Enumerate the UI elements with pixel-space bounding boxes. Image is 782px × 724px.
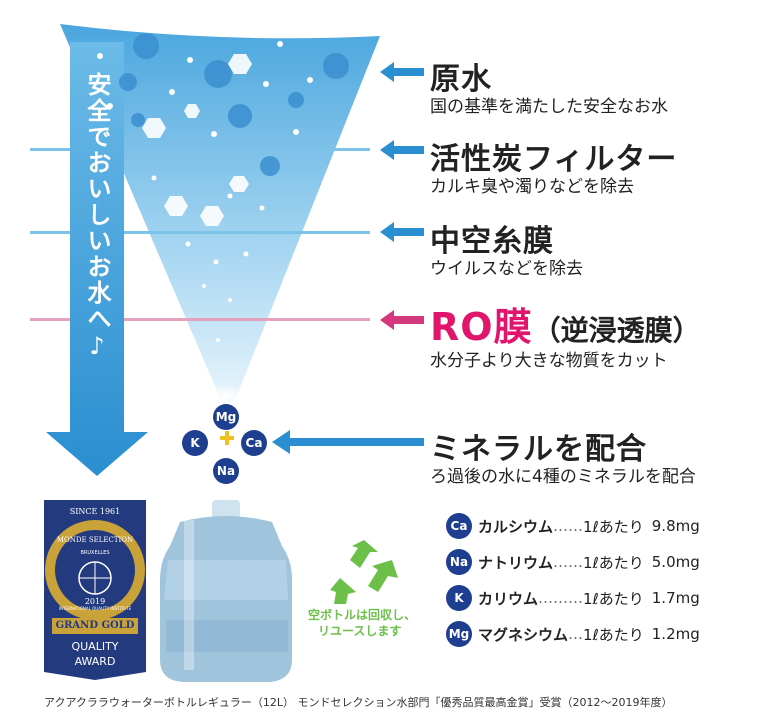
stage-ro-subtitle: 水分子より大きな物質をカット: [430, 351, 668, 371]
mineral-per: 1ℓあたり: [583, 553, 644, 572]
stage-hollow-fiber-title: 中空糸膜: [430, 224, 554, 259]
stage-hollow-fiber-subtitle: ウイルスなどを除去: [430, 259, 583, 279]
mineral-row-mg: Mg マグネシウム … 1ℓあたり 1.2mg: [446, 616, 700, 652]
down-arrow: [46, 42, 148, 476]
mineral-badge: Ca: [446, 513, 472, 539]
cluster-badge-mg: Mg: [213, 404, 239, 430]
mineral-dots: …: [568, 625, 584, 643]
stage-raw-water-title: 原水: [430, 62, 492, 97]
recycle-icon: [330, 540, 398, 604]
award-grade: GRAND GOLD: [55, 620, 135, 631]
mineral-name: ナトリウム: [478, 553, 554, 572]
cluster-badge-k: K: [182, 430, 208, 456]
mineral-table: Ca カルシウム …… 1ℓあたり 9.8mg Na ナトリウム …… 1ℓあた…: [446, 508, 700, 652]
mineral-badge: Na: [446, 549, 472, 575]
mineral-amount: 1.7mg: [651, 589, 700, 607]
mineral-row-na: Na ナトリウム …… 1ℓあたり 5.0mg: [446, 544, 700, 580]
stage-mineral-title: ミネラルを配合: [430, 432, 647, 467]
line-ro-membrane: [30, 318, 370, 321]
mineral-per: 1ℓあたり: [583, 589, 644, 608]
mineral-amount: 1.2mg: [651, 625, 700, 643]
pointer-arrows: [272, 62, 424, 454]
stage-raw-water-subtitle: 国の基準を満たした安全なお水: [430, 97, 668, 117]
mineral-badge: K: [446, 585, 472, 611]
award-award: AWARD: [74, 655, 116, 668]
recycle-text-1: 空ボトルは回収し、: [308, 608, 417, 622]
mineral-cluster: [220, 431, 234, 445]
water-bottle-image: [160, 500, 292, 682]
cluster-badge-ca: Ca: [241, 430, 267, 456]
award-city: BRUXELLES: [80, 550, 110, 556]
award-name: MONDE SELECTION: [56, 536, 134, 544]
recycle-text-2: リユースします: [318, 624, 402, 638]
mineral-name: カリウム: [478, 589, 539, 608]
award-quality: QUALITY: [71, 640, 119, 653]
mineral-badge: Mg: [446, 621, 472, 647]
footer-caption: アクアクララウォーターボトルレギュラー（12L） モンドセレクション水部門「優秀…: [44, 696, 673, 709]
stage-activated-carbon-subtitle: カルキ臭や濁りなどを除去: [430, 177, 634, 197]
award-year: 2019: [84, 597, 106, 606]
stage-ro-title: RO膜: [430, 305, 533, 349]
cluster-badge-na: Na: [213, 458, 239, 484]
mineral-per: 1ℓあたり: [583, 625, 644, 644]
line-activated-carbon: [30, 148, 370, 151]
line-hollow-fiber: [30, 231, 370, 234]
award-medal: [44, 500, 146, 680]
stage-mineral-subtitle: ろ過後の水に4種のミネラルを配合: [430, 467, 696, 487]
mineral-per: 1ℓあたり: [583, 517, 644, 536]
mineral-name: マグネシウム: [478, 625, 569, 644]
side-arrow-text: 安全でおいしいお水へ♪: [83, 72, 111, 362]
mineral-dots: ……: [553, 553, 584, 571]
mineral-amount: 5.0mg: [651, 553, 700, 571]
mineral-amount: 9.8mg: [651, 517, 700, 535]
mineral-name: カルシウム: [478, 517, 554, 536]
award-since: SINCE 1961: [69, 507, 121, 516]
award-ring: INTERNATIONAL QUALITY INSTITUTE: [58, 606, 132, 611]
mineral-row-ca: Ca カルシウム …… 1ℓあたり 9.8mg: [446, 508, 700, 544]
mineral-row-k: K カリウム ……… 1ℓあたり 1.7mg: [446, 580, 700, 616]
mineral-dots: ……: [553, 517, 584, 535]
stage-activated-carbon-title: 活性炭フィルター: [430, 142, 678, 177]
mineral-dots: ………: [538, 589, 584, 607]
stage-ro-heading: RO膜（逆浸透膜）: [430, 296, 701, 351]
stage-ro-title-paren: （逆浸透膜）: [532, 314, 701, 347]
